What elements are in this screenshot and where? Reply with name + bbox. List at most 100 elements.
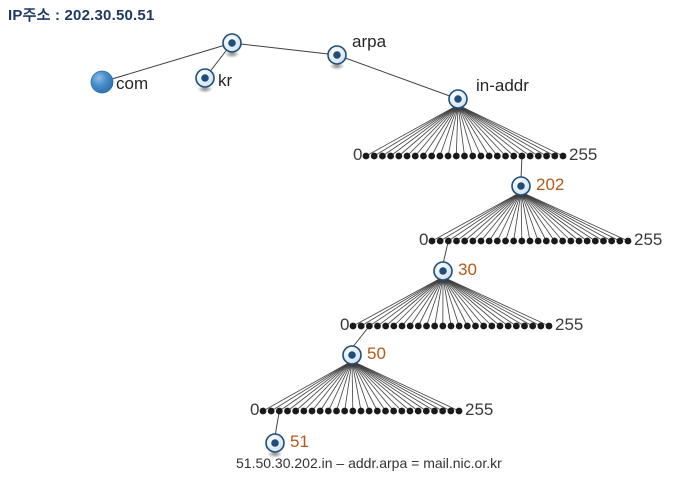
leaf-dot[interactable]	[469, 152, 477, 160]
leaf-dot[interactable]	[493, 152, 501, 160]
leaf-dot[interactable]	[275, 407, 283, 415]
leaf-dot[interactable]	[510, 237, 518, 245]
leaf-dot[interactable]	[365, 407, 373, 415]
leaf-dot[interactable]	[349, 322, 357, 330]
leaf-dot[interactable]	[436, 152, 444, 160]
leaf-dot[interactable]	[480, 322, 488, 330]
leaf-dot[interactable]	[493, 237, 501, 245]
leaf-dot[interactable]	[444, 237, 452, 245]
leaf-dot[interactable]	[461, 237, 469, 245]
leaf-dot[interactable]	[390, 407, 398, 415]
leaf-dot[interactable]	[496, 322, 504, 330]
leaf-dot[interactable]	[543, 152, 550, 160]
leaf-dot[interactable]	[551, 152, 559, 160]
leaf-dot[interactable]	[374, 322, 381, 330]
leaf-dot[interactable]	[477, 152, 485, 160]
leaf-dot[interactable]	[398, 322, 406, 330]
leaf-dot[interactable]	[382, 407, 389, 415]
leaf-dot[interactable]	[357, 407, 365, 415]
leaf-dot[interactable]	[420, 152, 427, 160]
leaf-dot[interactable]	[518, 152, 526, 160]
leaf-dot[interactable]	[284, 407, 291, 415]
leaf-dot[interactable]	[453, 237, 460, 245]
leaf-dot[interactable]	[259, 407, 267, 415]
leaf-dot[interactable]	[390, 322, 398, 330]
leaf-dot[interactable]	[406, 322, 414, 330]
leaf-dot[interactable]	[382, 322, 390, 330]
leaf-dot[interactable]	[300, 407, 308, 415]
leaf-dot[interactable]	[559, 152, 567, 160]
leaf-dot[interactable]	[357, 322, 365, 330]
leaf-dot[interactable]	[545, 322, 553, 330]
leaf-dot[interactable]	[534, 237, 542, 245]
leaf-dot[interactable]	[461, 152, 468, 160]
tree-node-51[interactable]	[265, 433, 285, 459]
leaf-dot[interactable]	[455, 407, 463, 415]
leaf-dot[interactable]	[624, 237, 632, 245]
leaf-dot[interactable]	[316, 407, 324, 415]
leaf-dot[interactable]	[452, 152, 460, 160]
leaf-dot[interactable]	[341, 407, 349, 415]
leaf-dot[interactable]	[526, 237, 534, 245]
leaf-dot[interactable]	[362, 152, 370, 160]
leaf-dot[interactable]	[365, 322, 373, 330]
leaf-dot[interactable]	[502, 152, 509, 160]
leaf-dot[interactable]	[485, 237, 493, 245]
leaf-dot[interactable]	[518, 237, 526, 245]
leaf-dot[interactable]	[447, 407, 455, 415]
leaf-dot[interactable]	[370, 152, 378, 160]
leaf-dot[interactable]	[428, 237, 436, 245]
leaf-dot[interactable]	[512, 322, 520, 330]
leaf-dot[interactable]	[502, 237, 509, 245]
leaf-dot[interactable]	[373, 407, 381, 415]
leaf-dot[interactable]	[414, 407, 422, 415]
leaf-dot[interactable]	[485, 152, 493, 160]
leaf-dot[interactable]	[488, 322, 496, 330]
tree-node-com[interactable]	[90, 70, 114, 94]
leaf-dot[interactable]	[387, 152, 395, 160]
tree-node-kr[interactable]	[195, 68, 215, 94]
leaf-dot[interactable]	[398, 407, 406, 415]
leaf-dot[interactable]	[308, 407, 316, 415]
leaf-dot[interactable]	[423, 322, 430, 330]
tree-node-root-junction[interactable]	[222, 33, 242, 59]
leaf-dot[interactable]	[267, 407, 275, 415]
tree-node-50[interactable]	[342, 345, 362, 371]
leaf-dot[interactable]	[616, 237, 624, 245]
leaf-dot[interactable]	[537, 322, 545, 330]
tree-node-in-addr[interactable]	[448, 89, 468, 115]
leaf-dot[interactable]	[477, 237, 485, 245]
leaf-dot[interactable]	[439, 407, 447, 415]
leaf-dot[interactable]	[436, 237, 444, 245]
leaf-dot[interactable]	[324, 407, 332, 415]
leaf-dot[interactable]	[414, 322, 422, 330]
leaf-dot[interactable]	[567, 237, 575, 245]
leaf-dot[interactable]	[526, 152, 534, 160]
leaf-dot[interactable]	[529, 322, 537, 330]
leaf-dot[interactable]	[510, 152, 518, 160]
leaf-dot[interactable]	[403, 152, 411, 160]
leaf-dot[interactable]	[428, 152, 436, 160]
leaf-dot[interactable]	[333, 407, 340, 415]
leaf-dot[interactable]	[349, 407, 357, 415]
leaf-dot[interactable]	[534, 152, 542, 160]
leaf-dot[interactable]	[379, 152, 386, 160]
tree-node-arpa[interactable]	[327, 45, 347, 71]
leaf-dot[interactable]	[411, 152, 419, 160]
leaf-dot[interactable]	[551, 237, 558, 245]
leaf-dot[interactable]	[559, 237, 567, 245]
leaf-dot[interactable]	[472, 322, 479, 330]
leaf-dot[interactable]	[542, 237, 550, 245]
leaf-dot[interactable]	[406, 407, 414, 415]
leaf-dot[interactable]	[575, 237, 583, 245]
leaf-dot[interactable]	[439, 322, 447, 330]
leaf-dot[interactable]	[395, 152, 403, 160]
leaf-dot[interactable]	[455, 322, 463, 330]
leaf-dot[interactable]	[463, 322, 471, 330]
leaf-dot[interactable]	[504, 322, 512, 330]
leaf-dot[interactable]	[600, 237, 607, 245]
leaf-dot[interactable]	[444, 152, 452, 160]
leaf-dot[interactable]	[292, 407, 300, 415]
leaf-dot[interactable]	[591, 237, 599, 245]
leaf-dot[interactable]	[608, 237, 616, 245]
